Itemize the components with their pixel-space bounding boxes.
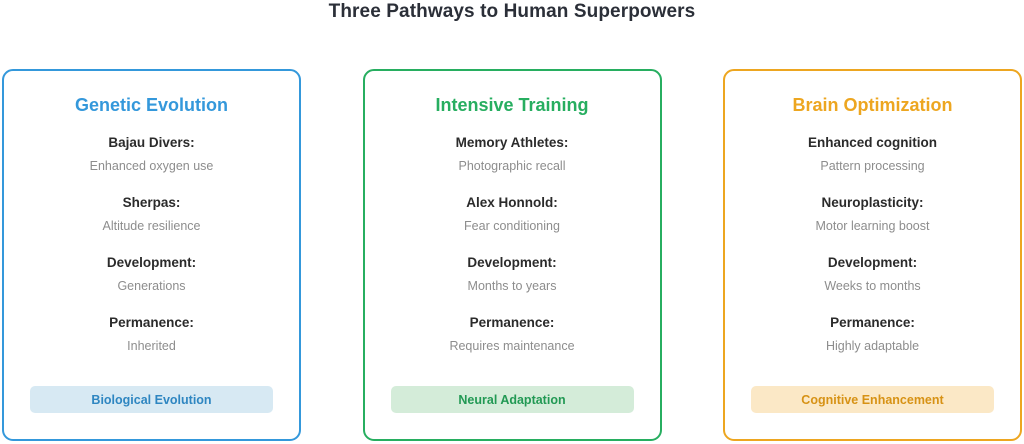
row-value: Requires maintenance: [449, 339, 575, 353]
card-row: Alex Honnold: Fear conditioning: [365, 193, 660, 235]
card-rows: Memory Athletes: Photographic recall Ale…: [365, 133, 660, 355]
row-label: Alex Honnold:: [466, 195, 558, 210]
card-title: Genetic Evolution: [74, 95, 229, 115]
row-label: Development:: [106, 255, 197, 270]
card-rows: Bajau Divers: Enhanced oxygen use Sherpa…: [4, 133, 299, 355]
pathway-card-brain-optimization: Brain Optimization Enhanced cognition Pa…: [723, 69, 1022, 441]
row-value: Generations: [117, 279, 186, 293]
row-value: Months to years: [467, 279, 557, 293]
row-value: Inherited: [127, 339, 176, 353]
row-label: Bajau Divers:: [108, 135, 195, 150]
card-row: Development: Weeks to months: [725, 253, 1020, 295]
row-label: Enhanced cognition: [807, 135, 937, 150]
row-value: Pattern processing: [820, 159, 925, 173]
row-value: Fear conditioning: [464, 219, 560, 233]
row-label: Permanence:: [830, 315, 915, 330]
card-row: Development: Generations: [4, 253, 299, 295]
row-label: Development:: [827, 255, 918, 270]
row-value: Motor learning boost: [815, 219, 930, 233]
card-row: Permanence: Inherited: [4, 313, 299, 355]
card-row: Permanence: Highly adaptable: [725, 313, 1020, 355]
card-badge: Cognitive Enhancement: [751, 386, 994, 413]
row-value: Photographic recall: [458, 159, 566, 173]
row-value: Enhanced oxygen use: [89, 159, 214, 173]
pathway-card-intensive-training: Intensive Training Memory Athletes: Phot…: [362, 69, 662, 441]
card-row: Bajau Divers: Enhanced oxygen use: [4, 133, 299, 175]
card-row: Sherpas: Altitude resilience: [4, 193, 299, 235]
row-label: Sherpas:: [122, 195, 181, 210]
row-label: Permanence:: [469, 315, 555, 330]
card-badge: Biological Evolution: [30, 386, 273, 413]
card-row: Enhanced cognition Pattern processing: [725, 133, 1020, 175]
page-title: Three Pathways to Human Superpowers: [328, 1, 696, 22]
row-label: Memory Athletes:: [455, 135, 569, 150]
card-badge: Neural Adaptation: [390, 386, 634, 413]
row-value: Highly adaptable: [825, 339, 920, 353]
row-value: Altitude resilience: [102, 219, 201, 233]
row-label: Development:: [467, 255, 557, 270]
card-row: Development: Months to years: [365, 253, 660, 295]
card-row: Neuroplasticity: Motor learning boost: [725, 193, 1020, 235]
row-label: Neuroplasticity:: [821, 195, 924, 210]
row-label: Permanence:: [109, 315, 194, 330]
card-rows: Enhanced cognition Pattern processing Ne…: [725, 133, 1020, 355]
card-title: Intensive Training: [435, 95, 589, 115]
card-row: Memory Athletes: Photographic recall: [365, 133, 660, 175]
pathway-cards-row: Genetic Evolution Bajau Divers: Enhanced…: [2, 69, 1022, 441]
row-value: Weeks to months: [824, 279, 921, 293]
pathway-card-genetic-evolution: Genetic Evolution Bajau Divers: Enhanced…: [2, 69, 301, 441]
card-title: Brain Optimization: [792, 95, 953, 115]
card-row: Permanence: Requires maintenance: [365, 313, 660, 355]
